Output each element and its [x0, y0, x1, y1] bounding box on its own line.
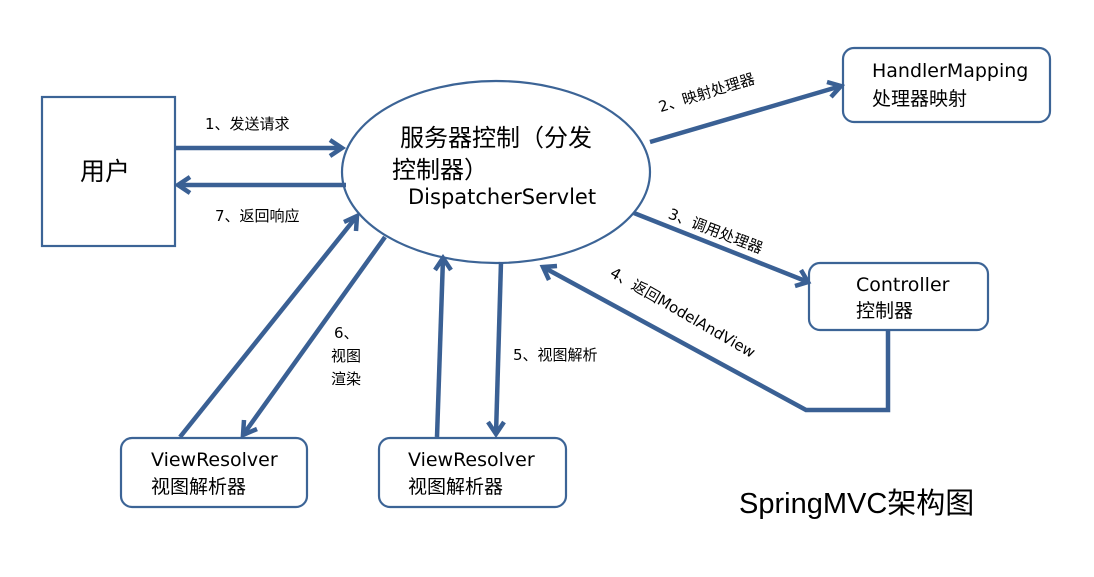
server-title-line1: 服务器控制（分发 [400, 124, 592, 152]
step1-label: 1、发送请求 [205, 115, 290, 133]
step6-label-line2: 视图 [331, 347, 362, 365]
view-resolver-mid-box [377, 436, 568, 509]
step6-label-line1: 6、 [334, 324, 359, 342]
handler-mapping-name: HandlerMapping [872, 60, 1029, 82]
arrow-view-resolve-return [433, 253, 453, 438]
arrow-send-request [175, 138, 347, 158]
server-subtitle: DispatcherServlet [408, 185, 597, 209]
step7-label: 7、返回响应 [215, 207, 300, 225]
server-title-line2: 控制器） [392, 156, 488, 184]
user-box [40, 95, 177, 248]
handler-mapping-desc: 处理器映射 [872, 88, 968, 110]
arrow-return-response [173, 175, 346, 195]
step6-label-line3: 渲染 [331, 370, 362, 388]
diagram-title: SpringMVC架构图 [739, 488, 975, 520]
view-resolver-left-name: ViewResolver [151, 449, 278, 471]
step5-label: 5、视图解析 [513, 346, 598, 364]
controller-name: Controller [856, 274, 950, 296]
arrow-view-resolve [486, 261, 506, 439]
view-resolver-left-box [119, 436, 309, 509]
controller-desc: 控制器 [856, 300, 914, 322]
arrow-call-handler [633, 210, 812, 289]
dispatcher-servlet-ellipse [340, 79, 652, 265]
view-resolver-left-desc: 视图解析器 [151, 476, 247, 498]
user-label: 用户 [80, 157, 131, 186]
arrow-return-modelandview [539, 263, 891, 413]
server-title: 服务器控制（分发 控制器） [370, 122, 622, 186]
view-resolver-mid-name: ViewResolver [408, 449, 535, 471]
arrow-render-to-view [240, 235, 387, 439]
arrow-map-handler [649, 79, 846, 145]
view-resolver-mid-desc: 视图解析器 [408, 476, 504, 498]
controller-box [807, 261, 990, 332]
arrow-render-to-server [178, 212, 360, 439]
